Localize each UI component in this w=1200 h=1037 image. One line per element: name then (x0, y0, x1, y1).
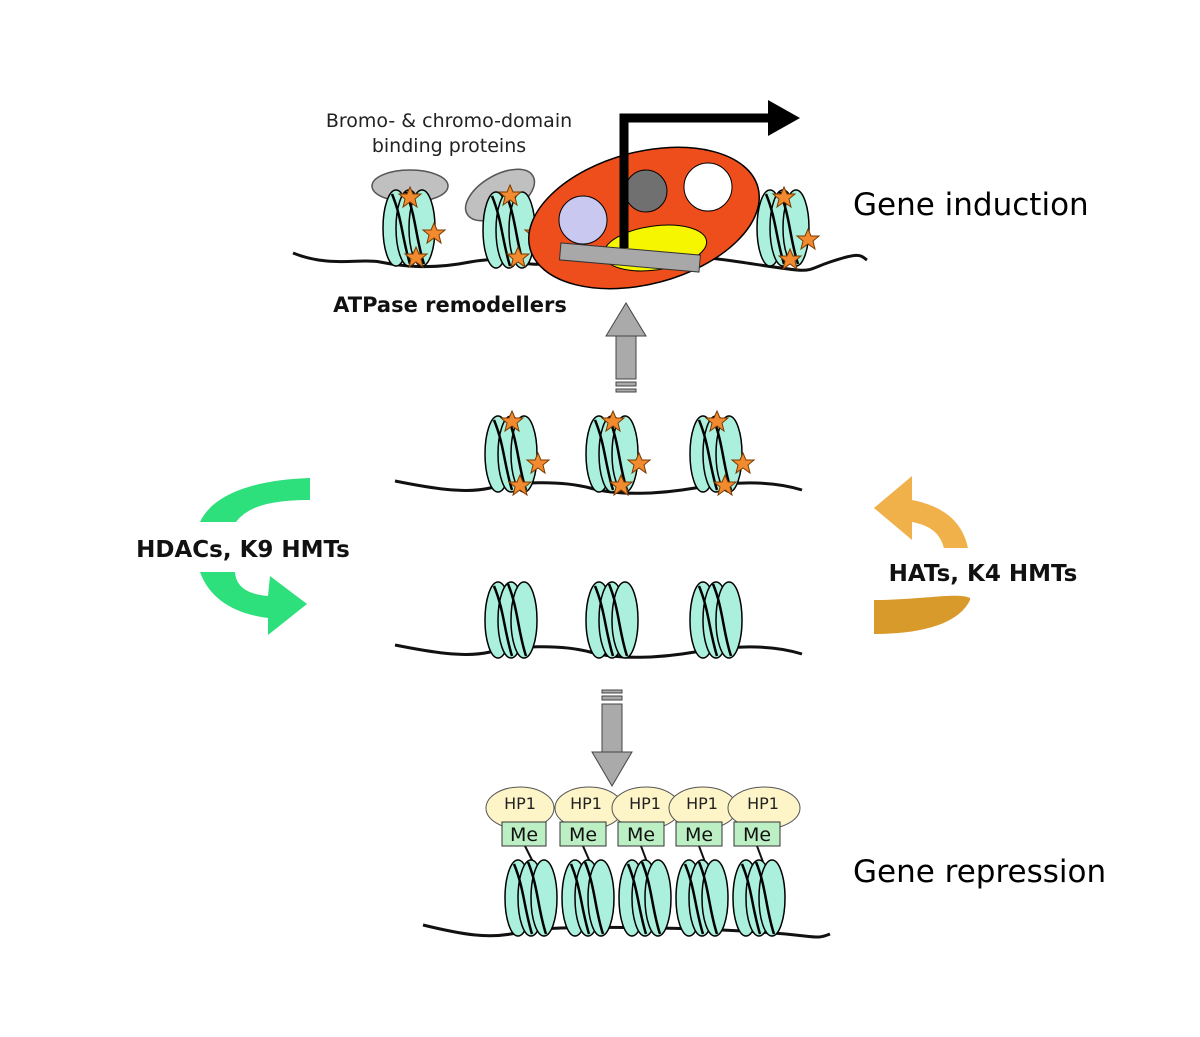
hat-arrow-lower (874, 595, 970, 634)
nucleosome (674, 858, 730, 938)
nucleosome (560, 858, 616, 938)
me-box (733, 821, 781, 847)
me-box (617, 821, 665, 847)
bromo-label-line1: Bromo- & chromo-domain (326, 110, 572, 132)
hats-label: HATs, K4 HMTs (889, 561, 1078, 587)
nucleosome (688, 580, 744, 660)
acetylated-chromatin (394, 410, 803, 496)
hdac-arrow-lower (200, 572, 307, 635)
gene-repression-label: Gene repression (853, 854, 1106, 890)
hat-arrow-upper (874, 476, 968, 548)
nucleosome-acetylated (381, 186, 446, 268)
hdac-curved-arrow (200, 478, 310, 635)
me-label: Me (685, 824, 713, 846)
me-label: Me (510, 824, 538, 846)
transcription-start-arrow (619, 113, 770, 248)
hp1-label: HP1 (504, 794, 536, 813)
hp1-label: HP1 (570, 794, 602, 813)
hdac-arrow-upper (200, 478, 310, 522)
remodeller-bar (558, 242, 701, 273)
me-box (675, 821, 723, 847)
atpase-remodeller (527, 146, 761, 290)
hp1-label: HP1 (747, 794, 779, 813)
bromo-label-line2: binding proteins (372, 135, 526, 157)
gene-induction-label: Gene induction (853, 187, 1089, 223)
hat-curved-arrow (874, 476, 970, 634)
hp1-label: HP1 (629, 794, 661, 813)
nucleosome (584, 580, 640, 660)
me-box (559, 821, 607, 847)
nucleosome (617, 858, 673, 938)
down-arrow (591, 689, 633, 787)
hp1-label: HP1 (686, 794, 718, 813)
me-label: Me (627, 824, 655, 846)
me-marks: Me Me Me Me Me (501, 821, 781, 847)
induction-panel: Bromo- & chromo-domain binding proteins … (292, 100, 1089, 317)
nucleosome-acetylated (755, 186, 820, 270)
nucleosome-acetylated (584, 410, 651, 496)
plain-chromatin (394, 580, 803, 660)
me-label: Me (569, 824, 597, 846)
transcription-arrowhead (768, 100, 800, 136)
atpase-label: ATPase remodellers (333, 293, 567, 317)
remodeller-subunit-grey (624, 169, 668, 213)
me-box (501, 821, 547, 847)
nucleosome (731, 858, 787, 938)
nucleosome (503, 858, 559, 938)
nucleosome (483, 580, 539, 660)
hdacs-label: HDACs, K9 HMTs (136, 537, 350, 563)
hp1-proteins: HP1 HP1 HP1 HP1 HP1 (485, 786, 801, 830)
remodeller-subunit-lavender (558, 195, 608, 245)
remodeller-subunit-white (683, 162, 733, 212)
me-label: Me (743, 824, 771, 846)
up-arrow (605, 302, 647, 393)
repression-panel: HP1 HP1 HP1 HP1 HP1 Me Me Me Me Me Gene … (422, 786, 1106, 939)
